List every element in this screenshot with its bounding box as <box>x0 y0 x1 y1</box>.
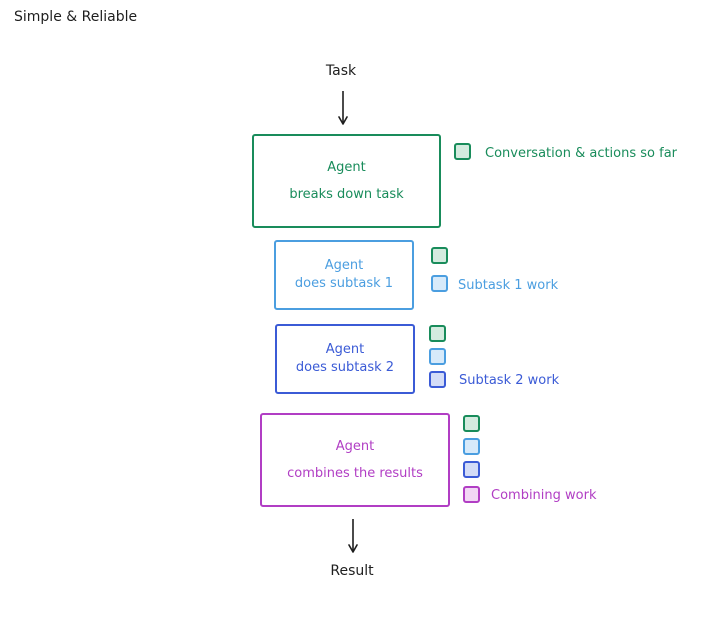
legend-combining: Combining work <box>491 488 597 503</box>
agent-label: Agent <box>327 160 366 175</box>
context-square-green <box>431 247 448 264</box>
agent-box-subtask-2: Agent does subtask 2 <box>275 324 415 394</box>
legend-subtask-2: Subtask 2 work <box>459 373 560 388</box>
agent-box-subtask-1: Agent does subtask 1 <box>274 240 414 310</box>
context-square-indigo <box>429 371 446 388</box>
result-label: Result <box>330 563 374 579</box>
context-square-green <box>454 143 471 160</box>
context-square-indigo <box>463 461 480 478</box>
context-square-green <box>429 325 446 342</box>
context-square-green <box>463 415 480 432</box>
agent-label: Agent <box>324 258 364 273</box>
agent-action: does subtask 1 <box>294 276 394 291</box>
context-square-purple <box>463 486 480 503</box>
context-square-blue <box>431 275 448 292</box>
agent-action: does subtask 2 <box>295 360 395 375</box>
agent-action: breaks down task <box>289 187 404 202</box>
legend-subtask-1: Subtask 1 work <box>458 278 559 293</box>
diagram-title: Simple & Reliable <box>14 9 138 25</box>
agent-box-breakdown: Agent breaks down task <box>252 134 441 228</box>
context-square-blue <box>463 438 480 455</box>
agent-label: Agent <box>335 439 375 454</box>
task-label: Task <box>325 63 357 79</box>
legend-conversation: Conversation & actions so far <box>485 146 678 161</box>
agent-box-combine: Agent combines the results <box>260 413 450 507</box>
agent-label: Agent <box>325 342 365 357</box>
context-square-blue <box>429 348 446 365</box>
agent-action: combines the results <box>287 466 423 481</box>
